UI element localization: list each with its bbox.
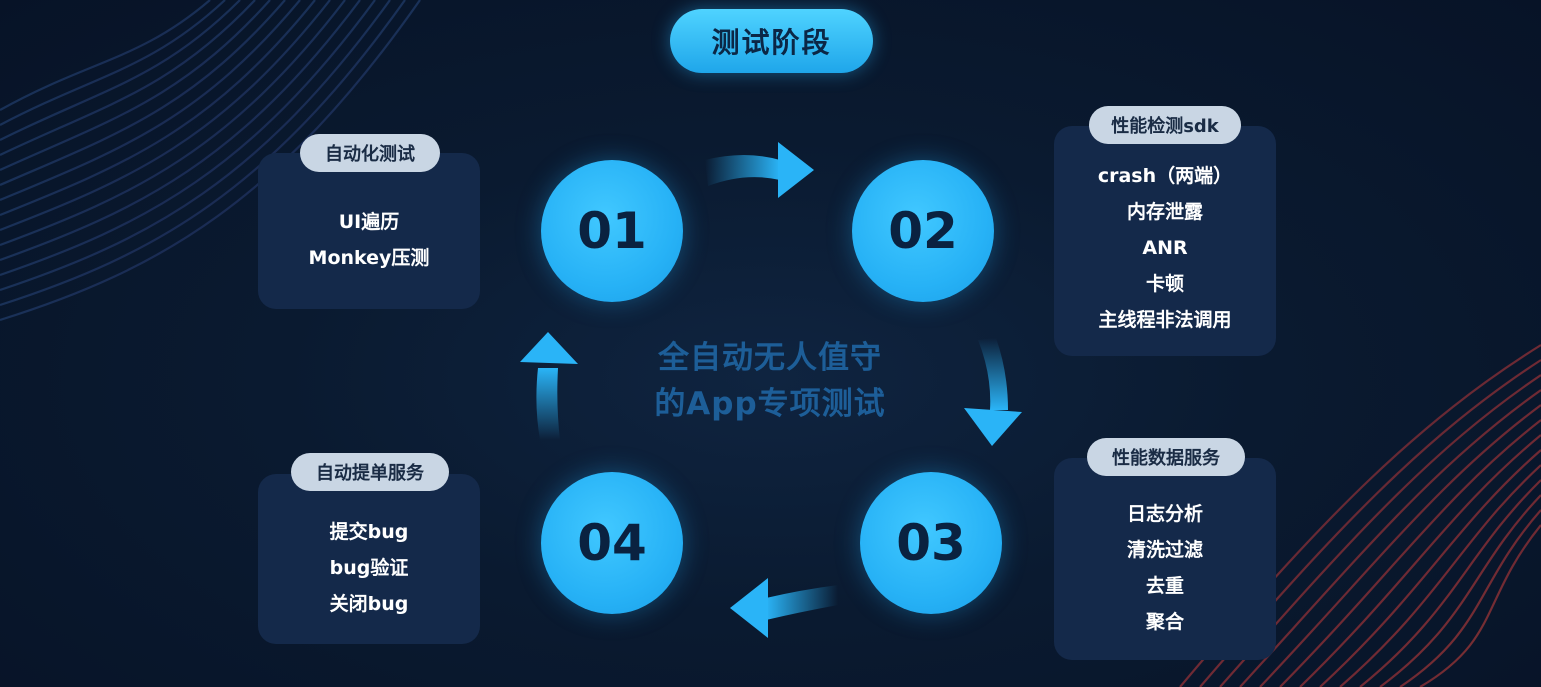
step-tag-02: 性能检测sdk xyxy=(1089,106,1241,144)
step-tag-03: 性能数据服务 xyxy=(1087,438,1245,476)
list-item: 日志分析 xyxy=(1126,503,1203,525)
step-circle-02: 02 xyxy=(852,160,994,302)
list-item: Monkey压测 xyxy=(308,247,430,269)
list-item: 清洗过滤 xyxy=(1126,539,1203,561)
list-item: 内存泄露 xyxy=(1126,201,1203,223)
list-item: crash（两端） xyxy=(1097,165,1233,187)
arrow-up-icon xyxy=(520,332,578,440)
list-item: ANR xyxy=(1142,237,1188,259)
page-title: 测试阶段 xyxy=(670,9,873,73)
step-card-04: 提交bug bug验证 关闭bug xyxy=(258,474,480,644)
list-item: 关闭bug xyxy=(329,593,409,615)
list-item: UI遍历 xyxy=(338,211,400,233)
arrow-down-icon xyxy=(964,338,1022,446)
step-tag-04: 自动提单服务 xyxy=(291,453,449,491)
list-item: 聚合 xyxy=(1145,611,1184,633)
arrow-left-icon xyxy=(730,578,838,638)
step-circle-03: 03 xyxy=(860,472,1002,614)
list-item: 提交bug xyxy=(329,521,409,543)
step-card-03: 日志分析 清洗过滤 去重 聚合 xyxy=(1054,458,1276,660)
list-item: 卡顿 xyxy=(1145,273,1184,295)
list-item: bug验证 xyxy=(329,557,409,579)
center-caption: 全自动无人值守 的App专项测试 xyxy=(620,335,920,427)
step-tag-01: 自动化测试 xyxy=(300,134,440,172)
arrow-right-icon xyxy=(705,142,814,198)
step-card-02: crash（两端） 内存泄露 ANR 卡顿 主线程非法调用 xyxy=(1054,126,1276,356)
center-caption-line-1: 全自动无人值守 xyxy=(658,340,882,376)
list-item: 去重 xyxy=(1145,575,1184,597)
step-circle-04: 04 xyxy=(541,472,683,614)
step-circle-01: 01 xyxy=(541,160,683,302)
center-caption-line-2: 的App专项测试 xyxy=(654,386,886,422)
step-card-01: UI遍历 Monkey压测 xyxy=(258,153,480,309)
list-item: 主线程非法调用 xyxy=(1098,309,1232,331)
